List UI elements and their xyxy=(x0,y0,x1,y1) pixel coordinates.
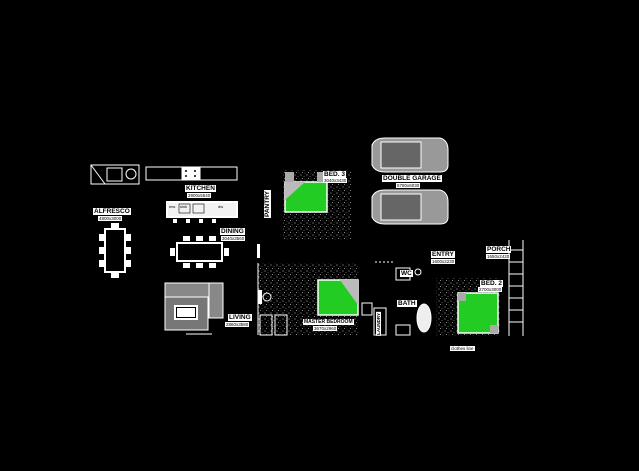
kitchen-label: KITCHEN xyxy=(185,185,216,192)
double-garage-label: DOUBLE GARAGE xyxy=(382,175,442,182)
kitchen-mw-label: mw xyxy=(169,204,176,209)
kitchen-dw-label-2: d/w xyxy=(212,167,219,172)
bed3-dimension: 3040x3430 xyxy=(323,178,348,183)
living-dimension: 2860x3580 xyxy=(225,322,250,327)
bed3-room xyxy=(283,170,351,240)
living-sofa xyxy=(164,282,224,335)
porch-label: PORCH xyxy=(486,246,512,253)
kitchen-sink-label: sink xyxy=(180,204,188,209)
kitchen-dw-label-3: dw xyxy=(218,204,224,209)
bbq-unit xyxy=(90,164,140,185)
bed2-label: BED. 2 xyxy=(480,280,503,287)
dining-table xyxy=(170,236,229,268)
bed2-dimension: 2700x3000 xyxy=(478,287,503,292)
pantry-label: PANTRY xyxy=(264,190,271,218)
bed3-label: BED. 3 xyxy=(323,171,346,178)
wet-areas xyxy=(361,261,432,336)
porch-railing xyxy=(508,240,524,336)
alfresco-label: ALFRESCO xyxy=(93,208,131,215)
kitchen-island xyxy=(166,201,238,223)
kitchen-top-bench xyxy=(145,166,238,181)
dining-wall-stub xyxy=(257,244,260,258)
double-garage-dimension: 5780x6030 xyxy=(396,183,421,188)
master-bedroom-label: MASTER BEDROOM xyxy=(303,319,354,325)
alfresco-dimension: 4800x3000 xyxy=(98,216,123,221)
garage-cars xyxy=(371,137,449,225)
alfresco-table xyxy=(99,223,131,278)
kitchen-dw-label-1: d/w xyxy=(158,167,165,172)
entry-label: ENTRY xyxy=(431,251,455,258)
dining-dimension: 3040x3560 xyxy=(221,236,246,241)
master-bedroom-dimension: 3670x2960 xyxy=(313,326,338,331)
laundry-label: LAUNDRY xyxy=(376,312,381,336)
bath-label: BATH xyxy=(397,300,417,307)
clothes-line-label: clothes line xyxy=(450,346,475,351)
porch-dimension: 1650x2420 xyxy=(486,254,511,259)
living-label: LIVING xyxy=(228,314,252,321)
wc-label: WC xyxy=(400,270,413,277)
dining-label: DINING xyxy=(220,228,245,235)
kitchen-dimension: 2900x5540 xyxy=(187,193,212,198)
entry-dimension: 1600x2230 xyxy=(431,259,456,264)
